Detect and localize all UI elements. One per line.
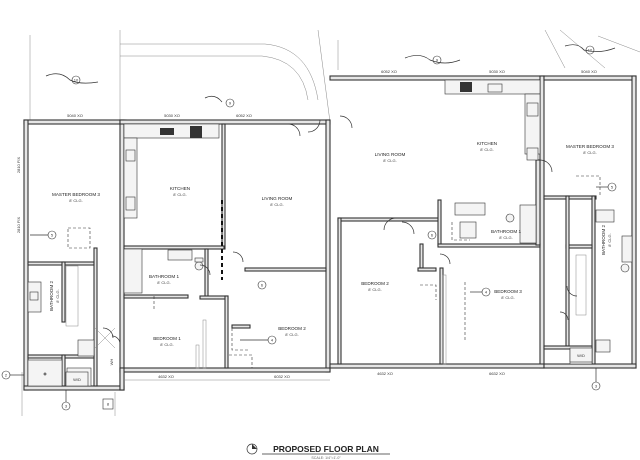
window-tag-left-bed1: 4632 XO xyxy=(158,374,174,379)
window-tag-right-bed2: 4632 XO xyxy=(377,371,393,376)
window-tag-left-kitchen: 5030 XO xyxy=(164,113,180,118)
callout-tag-left-7: 9 xyxy=(229,101,232,106)
drawing-scale: SCALE: 1/4"=1'-0" xyxy=(311,456,341,460)
left-water-heater-label: WH xyxy=(109,359,114,366)
right-bedroom-2-label: BEDROOM 2 xyxy=(361,281,389,286)
left-washer-dryer-label: W/D xyxy=(73,377,81,382)
appliance-labels: W/D WH W/D xyxy=(65,347,593,387)
callout-tag-left-6: 8 xyxy=(107,402,110,407)
callout-circle xyxy=(1,370,11,380)
callout-tag-right-6: 10 xyxy=(588,48,593,53)
window-tag-right-bed3: 6632 XO xyxy=(489,371,505,376)
right-bedroom-2-ceiling: 8' CLG. xyxy=(368,287,381,292)
window-tag-left-bed2: 6032 XO xyxy=(274,374,290,379)
left-bedroom-2-ceiling: 8' CLG. xyxy=(285,332,298,337)
left-master-bedroom-label: MASTER BEDROOM 3 xyxy=(52,192,100,197)
left-bedroom-1-ceiling: 8' CLG. xyxy=(160,342,173,347)
left-bathroom-1-ceiling: 8' CLG. xyxy=(157,280,170,285)
right-living-room-label: LIVING ROOM xyxy=(375,152,406,157)
left-bathroom-1-label: BATHROOM 1 xyxy=(149,274,179,279)
right-bedroom-3-ceiling: 8' CLG. xyxy=(501,295,514,300)
callout-tag-right-5: 9 xyxy=(436,58,439,63)
right-kitchen-ceiling: 8' CLG. xyxy=(480,147,493,152)
left-bedroom-2-label: BEDROOM 2 xyxy=(278,326,306,331)
window-tag-left-wall-upper: 2810 FIX xyxy=(16,157,21,174)
right-bathroom-2-ceiling: 8' CLG. xyxy=(607,233,612,246)
window-tag-left-wall-lower: 2810 FIX xyxy=(16,217,21,234)
window-labels: 5040 XO 5030 XO 6052 XO 2810 FIX 2810 FI… xyxy=(16,69,597,379)
callout-tag-right-1: 3 xyxy=(595,384,598,389)
drawing-title: PROPOSED FLOOR PLAN xyxy=(273,444,379,454)
window-tag-left-top: 5040 XO xyxy=(67,113,83,118)
right-bedroom-3-label: BEDROOM 3 xyxy=(494,289,522,294)
callout-tag-right-2: 4 xyxy=(485,290,488,295)
left-kitchen-label: KITCHEN xyxy=(170,186,190,191)
callout-tag-right-3: 5 xyxy=(611,185,614,190)
callout-tag-left-8: 10 xyxy=(74,78,79,83)
left-unit xyxy=(23,119,331,391)
left-bathroom-2-ceiling: 8' CLG. xyxy=(55,289,60,302)
window-tag-left-living: 6052 XO xyxy=(236,113,252,118)
left-living-room-ceiling: 8' CLG. xyxy=(270,202,283,207)
left-living-room-label: LIVING ROOM xyxy=(262,196,293,201)
callout-tag-left-1: 2 xyxy=(5,373,8,378)
callout-tag-left-4: 5 xyxy=(51,233,54,238)
window-tag-right-master: 5040 XO xyxy=(581,69,597,74)
right-bathroom-1-label: BATHROOM 1 xyxy=(491,229,521,234)
window-tag-right-living: 6052 XO xyxy=(381,69,397,74)
left-kitchen-ceiling: 8' CLG. xyxy=(173,192,186,197)
right-master-bedroom-ceiling: 8' CLG. xyxy=(583,150,596,155)
right-bathroom-1-ceiling: 8' CLG. xyxy=(499,235,512,240)
title-block: PROPOSED FLOOR PLAN SCALE: 1/4"=1'-0" xyxy=(246,443,390,460)
callout-tag-left-3: 4 xyxy=(271,338,274,343)
left-bathroom-2-label: BATHROOM 2 xyxy=(49,281,54,311)
room-labels: MASTER BEDROOM 3 8' CLG. KITCHEN 8' CLG.… xyxy=(49,141,614,347)
left-bedroom-1-label: BEDROOM 1 xyxy=(153,336,181,341)
window-tag-right-kitchen: 5030 XO xyxy=(489,69,505,74)
left-master-bedroom-ceiling: 8' CLG. xyxy=(69,198,82,203)
right-kitchen-label: KITCHEN xyxy=(477,141,497,146)
callout-tag-right-4: 6 xyxy=(431,233,434,238)
callout-tags: 2 3 4 5 6 8 9 10 3 4 5 6 9 xyxy=(1,44,617,411)
right-washer-dryer-label: W/D xyxy=(577,353,585,358)
right-master-bedroom-label: MASTER BEDROOM 3 xyxy=(566,144,614,149)
right-bathroom-2-label: BATHROOM 2 xyxy=(601,225,606,255)
right-unit xyxy=(307,75,637,369)
callout-tag-left-2: 3 xyxy=(65,404,68,409)
right-living-room-ceiling: 8' CLG. xyxy=(383,158,396,163)
site-lines xyxy=(21,29,640,416)
callout-tag-left-5: 6 xyxy=(261,283,264,288)
